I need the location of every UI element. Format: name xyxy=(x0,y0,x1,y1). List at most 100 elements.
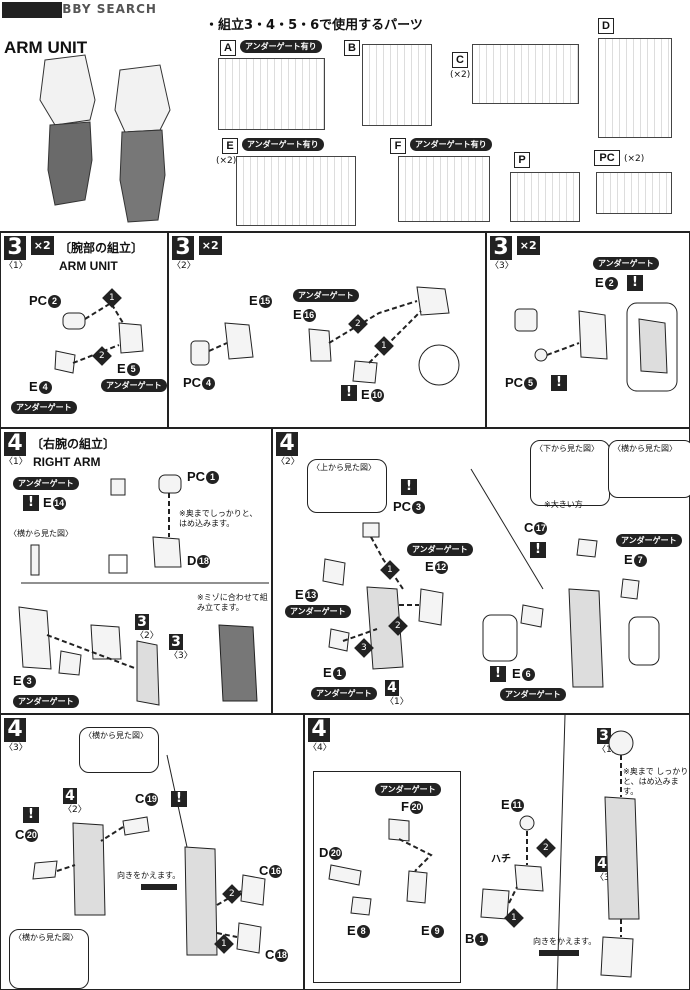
runner-letter-f: F xyxy=(390,138,406,154)
watermark: HOBBY SEARCH xyxy=(40,2,157,16)
runner-mult-e: (×2) xyxy=(216,156,237,166)
ref-step-3-3: 3〈3〉 xyxy=(169,634,193,661)
step-4-4-drawing xyxy=(328,715,640,989)
side-view-callout: 〈横から見た図〉 xyxy=(608,440,690,498)
step-4-3-badge: 4〈3〉 xyxy=(4,717,28,753)
side-view-callout-bottom: 〈横から見た図〉 xyxy=(9,929,89,989)
runner-pc xyxy=(596,172,672,214)
underside-gate-tag-10: アンダーゲート xyxy=(616,534,682,547)
warning-icon: ! xyxy=(23,495,39,511)
runner-letter-e: E xyxy=(222,138,238,154)
turn-around-label-2: 向きをかえます。 xyxy=(533,937,597,946)
header-section: HOBBY SEARCH ARM UNIT ・組立3・4・5・6で使用するパーツ… xyxy=(0,0,690,232)
underside-gate-tag-2: アンダーゲート xyxy=(11,401,77,414)
ref-step-4-3: 4〈3〉 xyxy=(595,856,619,883)
underside-gate-tag-3: アンダーゲート xyxy=(293,289,359,302)
top-view-callout: 〈上から見た図〉 xyxy=(307,459,387,513)
runner-p xyxy=(510,172,580,222)
runner-letter-a: A xyxy=(220,40,236,56)
step-3-3-badge: 3〈3〉 ×2 xyxy=(490,236,540,271)
warning-icon: ! xyxy=(401,479,417,495)
ref-step-3-1: 3〈1〉 xyxy=(597,728,621,755)
warning-icon: ! xyxy=(171,791,187,807)
runner-mult-c: (×2) xyxy=(450,70,471,80)
runner-letter-p: P xyxy=(514,152,530,168)
underside-gate-tag-7: アンダーゲート xyxy=(407,543,473,556)
note-press-in-2: ※奥まで しっかりと、はめ込みます。 xyxy=(623,767,689,796)
runner-f xyxy=(398,156,490,222)
underside-gate-tag-1: アンダーゲート xyxy=(101,379,167,392)
warning-icon: ! xyxy=(551,375,567,391)
ref-step-3-2: 3〈2〉 xyxy=(135,614,159,641)
underside-gate-tag-11: アンダーゲート xyxy=(500,688,566,701)
underside-gate-tag-6: アンダーゲート xyxy=(13,695,79,708)
arm-render-illustration xyxy=(39,54,171,223)
runner-b xyxy=(362,44,432,126)
note-larger-side: ※大きい方 xyxy=(544,500,583,509)
runner-d xyxy=(598,38,672,138)
label-hachi: ハチ xyxy=(491,854,511,865)
subassembly-box xyxy=(313,771,461,983)
step-3-1-jp-title: 〔腕部の組立〕 xyxy=(59,241,144,255)
note-align-groove: ※ミゾに合わせて組み立てます。 xyxy=(197,593,268,612)
underside-gate-tag-9: アンダーゲート xyxy=(311,687,377,700)
warning-icon: ! xyxy=(341,385,357,401)
step-3-1-badge: 3〈1〉 ×2 xyxy=(4,236,54,271)
turn-around-label: 向きをかえます。 xyxy=(117,871,181,880)
warning-icon: ! xyxy=(23,807,39,823)
ref-step-4-2: 4〈2〉 xyxy=(63,788,87,815)
runner-tag-a: アンダーゲート有り xyxy=(240,40,322,53)
step-4-4-badge: 4〈4〉 xyxy=(308,717,332,753)
step-4-1-en-title: RIGHT ARM xyxy=(33,455,101,469)
runner-letter-c: C xyxy=(452,52,468,68)
step-badges xyxy=(2,2,62,18)
runner-c xyxy=(472,44,579,104)
step-3-1-en-title: ARM UNIT xyxy=(59,259,118,273)
side-view-callout-top: 〈横から見た図〉 xyxy=(79,727,159,773)
page-title: ARM UNIT xyxy=(4,38,88,57)
note-press-in: ※奥までしっかりと、はめ込みます。 xyxy=(179,509,258,528)
runner-e xyxy=(236,156,356,226)
parts-heading: ・組立3・4・5・6で使用するパーツ xyxy=(205,18,423,33)
step-4-1-jp-title: 〔右腕の組立〕 xyxy=(31,437,116,451)
bottom-view-callout: 〈下から見た図〉 xyxy=(530,440,610,506)
runner-tag-f: アンダーゲート有り xyxy=(410,138,492,151)
runner-letter-d: D xyxy=(598,18,614,34)
warning-icon: ! xyxy=(627,275,643,291)
step-3-2-badge: 3〈2〉 ×2 xyxy=(172,236,222,271)
step-4-2-badge: 4〈2〉 xyxy=(276,431,300,467)
step-4-3-drawing xyxy=(32,754,266,956)
runner-a xyxy=(218,58,325,130)
step-3-2-drawing xyxy=(190,286,460,386)
